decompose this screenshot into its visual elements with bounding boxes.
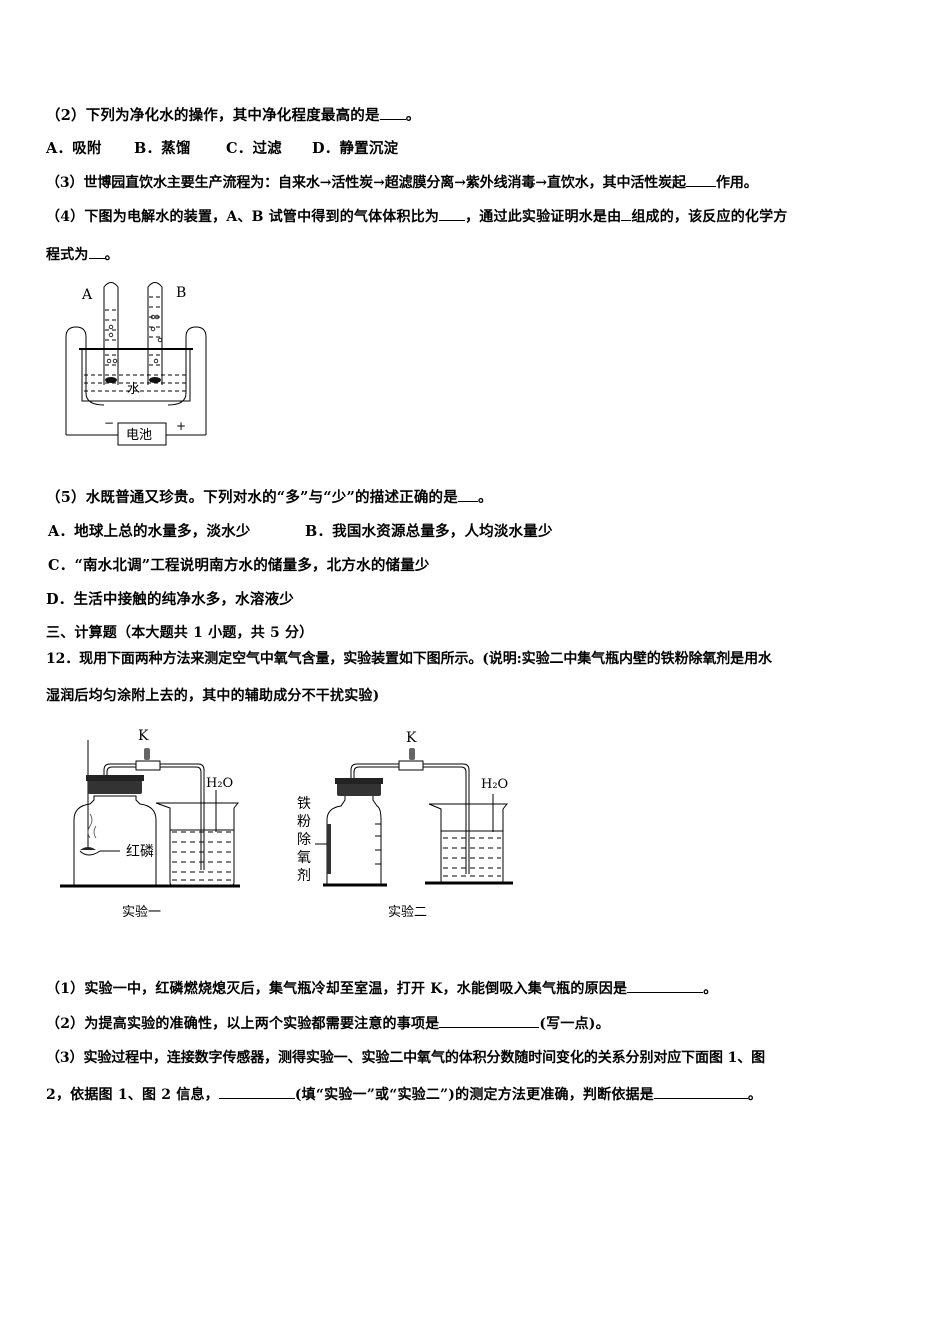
q12-sub1: （1）实验一中，红磷燃烧熄灭后，集气瓶冷却至室温，打开 K，水能倒吸入集气瓶的原…: [46, 980, 718, 997]
q3-text: （3）世博园直饮水主要生产流程为：自来水→活性炭→超滤膜分离→紫外线消毒→直饮水…: [46, 174, 758, 191]
svg-text:剂: 剂: [297, 868, 311, 884]
water-h2o-label: H₂O: [481, 777, 508, 792]
experiment-one-figure: K H₂O 红磷 实验一: [60, 728, 240, 920]
q3-answer-blank[interactable]: [685, 174, 716, 187]
q5-option-d[interactable]: D．生活中接触的纯净水多，水溶液少: [46, 591, 294, 608]
section-heading: 三、计算题（本大题共 1 小题，共 5 分）: [46, 625, 314, 641]
q12-sub2: （2）为提高实验的准确性，以上两个实验都需要注意的事项是(写一点)。: [46, 1015, 610, 1032]
q12-line1: 12．现用下面两种方法来测定空气中氧气含量，实验装置如下图所示。(说明:实验二中…: [46, 651, 772, 667]
q12-sub3-line1: （3）实验过程中，连接数字传感器，测得实验一、实验二中氧气的体积分数随时间变化的…: [46, 1050, 766, 1066]
q2-answer-blank[interactable]: [379, 107, 406, 120]
q12-line2: 湿润后均匀涂附上去的，其中的辅助成分不干扰实验): [46, 688, 380, 704]
q4-ratio-blank[interactable]: [439, 208, 466, 221]
q4-composition-blank[interactable]: [621, 208, 632, 221]
q12-sub3-reason-blank[interactable]: [653, 1086, 748, 1099]
q5-option-b[interactable]: B．我国水资源总量多，人均淡水量少: [305, 523, 553, 540]
valve-k-label: K: [138, 728, 149, 744]
q4-equation-blank[interactable]: [88, 246, 105, 259]
q2-option-b[interactable]: B．蒸馏: [134, 140, 191, 157]
battery-label: 电池: [126, 428, 152, 443]
q4-line2: 程式为。: [46, 246, 119, 263]
tube-a-label: A: [81, 287, 93, 303]
tube-b-label: B: [176, 285, 186, 301]
experiment-two-caption: 实验二: [388, 904, 427, 920]
q2-option-c[interactable]: C．过滤: [226, 140, 282, 157]
q2-option-d[interactable]: D．静置沉淀: [312, 140, 399, 157]
q2-options: A．吸附 B．蒸馏 C．过滤 D．静置沉淀: [46, 137, 398, 158]
q2-option-a[interactable]: A．吸附: [46, 140, 102, 157]
svg-text:粉: 粉: [297, 814, 311, 830]
battery-plus: +: [176, 419, 186, 433]
q5-option-c[interactable]: C．“南水北调”工程说明南方水的储量多，北方水的储量少: [48, 557, 430, 574]
q5-stem: （5）水既普通又珍贵。下列对水的“多”与“少”的描述正确的是。: [46, 489, 493, 506]
electrolysis-apparatus-figure: A B 水 电池 − +: [65, 282, 207, 446]
water-h2o-label: H₂O: [206, 776, 233, 791]
red-phosphorus-label: 红磷: [126, 844, 154, 860]
q12-sub3-line2: 2，依据图 1、图 2 信息，(填“实验一”或“实验二”)的测定方法更准确，判断…: [46, 1086, 763, 1103]
valve-k-label: K: [406, 730, 417, 746]
q4-line1: （4）下图为电解水的装置，A、B 试管中得到的气体体积比为，通过此实验证明水是由…: [46, 208, 788, 225]
iron-powder-agent-label: 铁 粉 除 氧 剂: [297, 796, 311, 884]
q12-sub3-method-blank[interactable]: [218, 1086, 295, 1099]
svg-text:除: 除: [297, 832, 311, 848]
q12-sub2-answer-blank[interactable]: [439, 1015, 540, 1028]
q5-option-a[interactable]: A．地球上总的水量多，淡水少: [48, 523, 251, 540]
experiment-one-caption: 实验一: [122, 904, 161, 920]
q5-options-ab: A．地球上总的水量多，淡水少 B．我国水资源总量多，人均淡水量少: [48, 520, 553, 541]
battery-minus: −: [104, 416, 114, 430]
svg-text:铁: 铁: [297, 796, 311, 812]
q2-stem: （2）下列为净化水的操作，其中净化程度最高的是。: [46, 107, 421, 124]
experiment-two-figure: K H₂O 铁 粉 除 氧 剂 实验二: [297, 730, 513, 920]
water-label: 水: [127, 382, 140, 397]
q12-sub1-answer-blank[interactable]: [627, 980, 704, 993]
q5-answer-blank[interactable]: [457, 489, 478, 502]
svg-text:氧: 氧: [297, 850, 311, 866]
